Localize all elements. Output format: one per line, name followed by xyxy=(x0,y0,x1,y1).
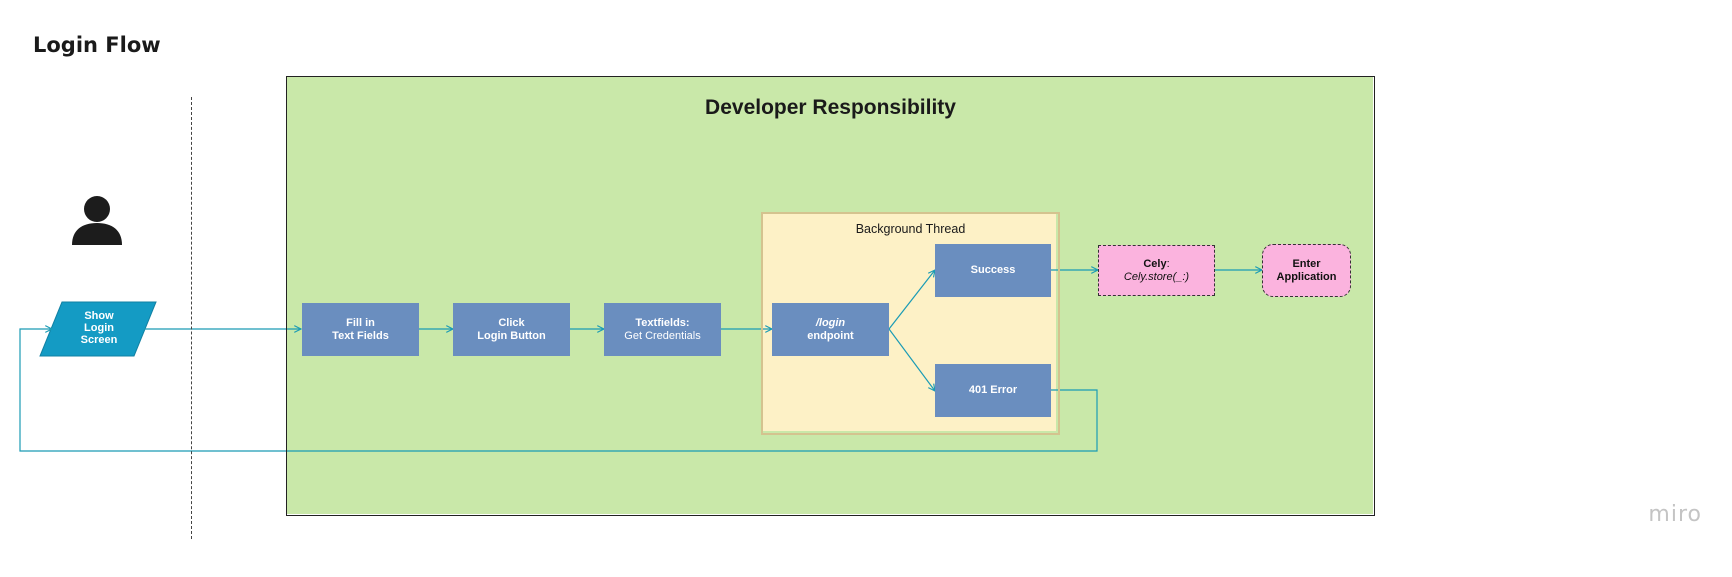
miro-logo: miro xyxy=(1648,502,1702,527)
node-label-line: Application xyxy=(1276,270,1337,283)
node-label-line: Login Button xyxy=(477,329,546,342)
board-title: Login Flow xyxy=(33,33,161,57)
node-label-line: Success xyxy=(970,264,1016,277)
node-label-line: Login xyxy=(84,322,114,335)
node-label-suffix: : xyxy=(1166,257,1170,270)
connector-error-loop-back xyxy=(19,329,1098,452)
cely-store-node[interactable]: Cely: Cely.store(_:) xyxy=(1098,245,1215,296)
swimlane-divider xyxy=(191,97,192,539)
node-label-line: endpoint xyxy=(807,329,854,342)
login-endpoint-node[interactable]: /login endpoint xyxy=(772,303,889,356)
node-label-line: Show xyxy=(84,310,114,322)
node-label-line: Enter xyxy=(1292,257,1321,270)
node-label-line: /login xyxy=(815,316,846,329)
error-401-node[interactable]: 401 Error xyxy=(935,364,1051,417)
frame-title: Developer Responsibility xyxy=(705,96,956,119)
get-credentials-node[interactable]: Textfields: Get Credentials xyxy=(604,303,721,356)
connector-endpoint-to-error xyxy=(888,328,935,391)
node-label-line: Click xyxy=(498,316,525,329)
background-thread-container[interactable] xyxy=(761,212,1060,435)
fill-text-fields-node[interactable]: Fill in Text Fields xyxy=(302,303,419,356)
node-label-line: 401 Error xyxy=(968,384,1018,397)
node-label-line: Text Fields xyxy=(332,329,389,342)
node-label-line: Cely.store(_:) xyxy=(1123,270,1190,283)
connector-endpoint-to-success xyxy=(888,270,935,330)
success-node[interactable]: Success xyxy=(935,244,1051,297)
developer-responsibility-frame[interactable] xyxy=(286,76,1375,516)
start-parallelogram xyxy=(39,301,157,357)
click-login-button-node[interactable]: Click Login Button xyxy=(453,303,570,356)
node-label-line: Get Credentials xyxy=(624,329,701,342)
node-label-line: Cely xyxy=(1143,257,1167,270)
node-label-line: Fill in xyxy=(346,316,375,329)
enter-application-node[interactable]: Enter Application xyxy=(1262,244,1351,297)
node-label-line: Screen xyxy=(80,334,118,347)
background-thread-label: Background Thread xyxy=(855,222,966,236)
user-icon xyxy=(72,196,122,245)
show-login-screen-node[interactable]: Show Login Screen xyxy=(44,310,154,346)
node-label-line: Textfields: xyxy=(635,316,690,329)
